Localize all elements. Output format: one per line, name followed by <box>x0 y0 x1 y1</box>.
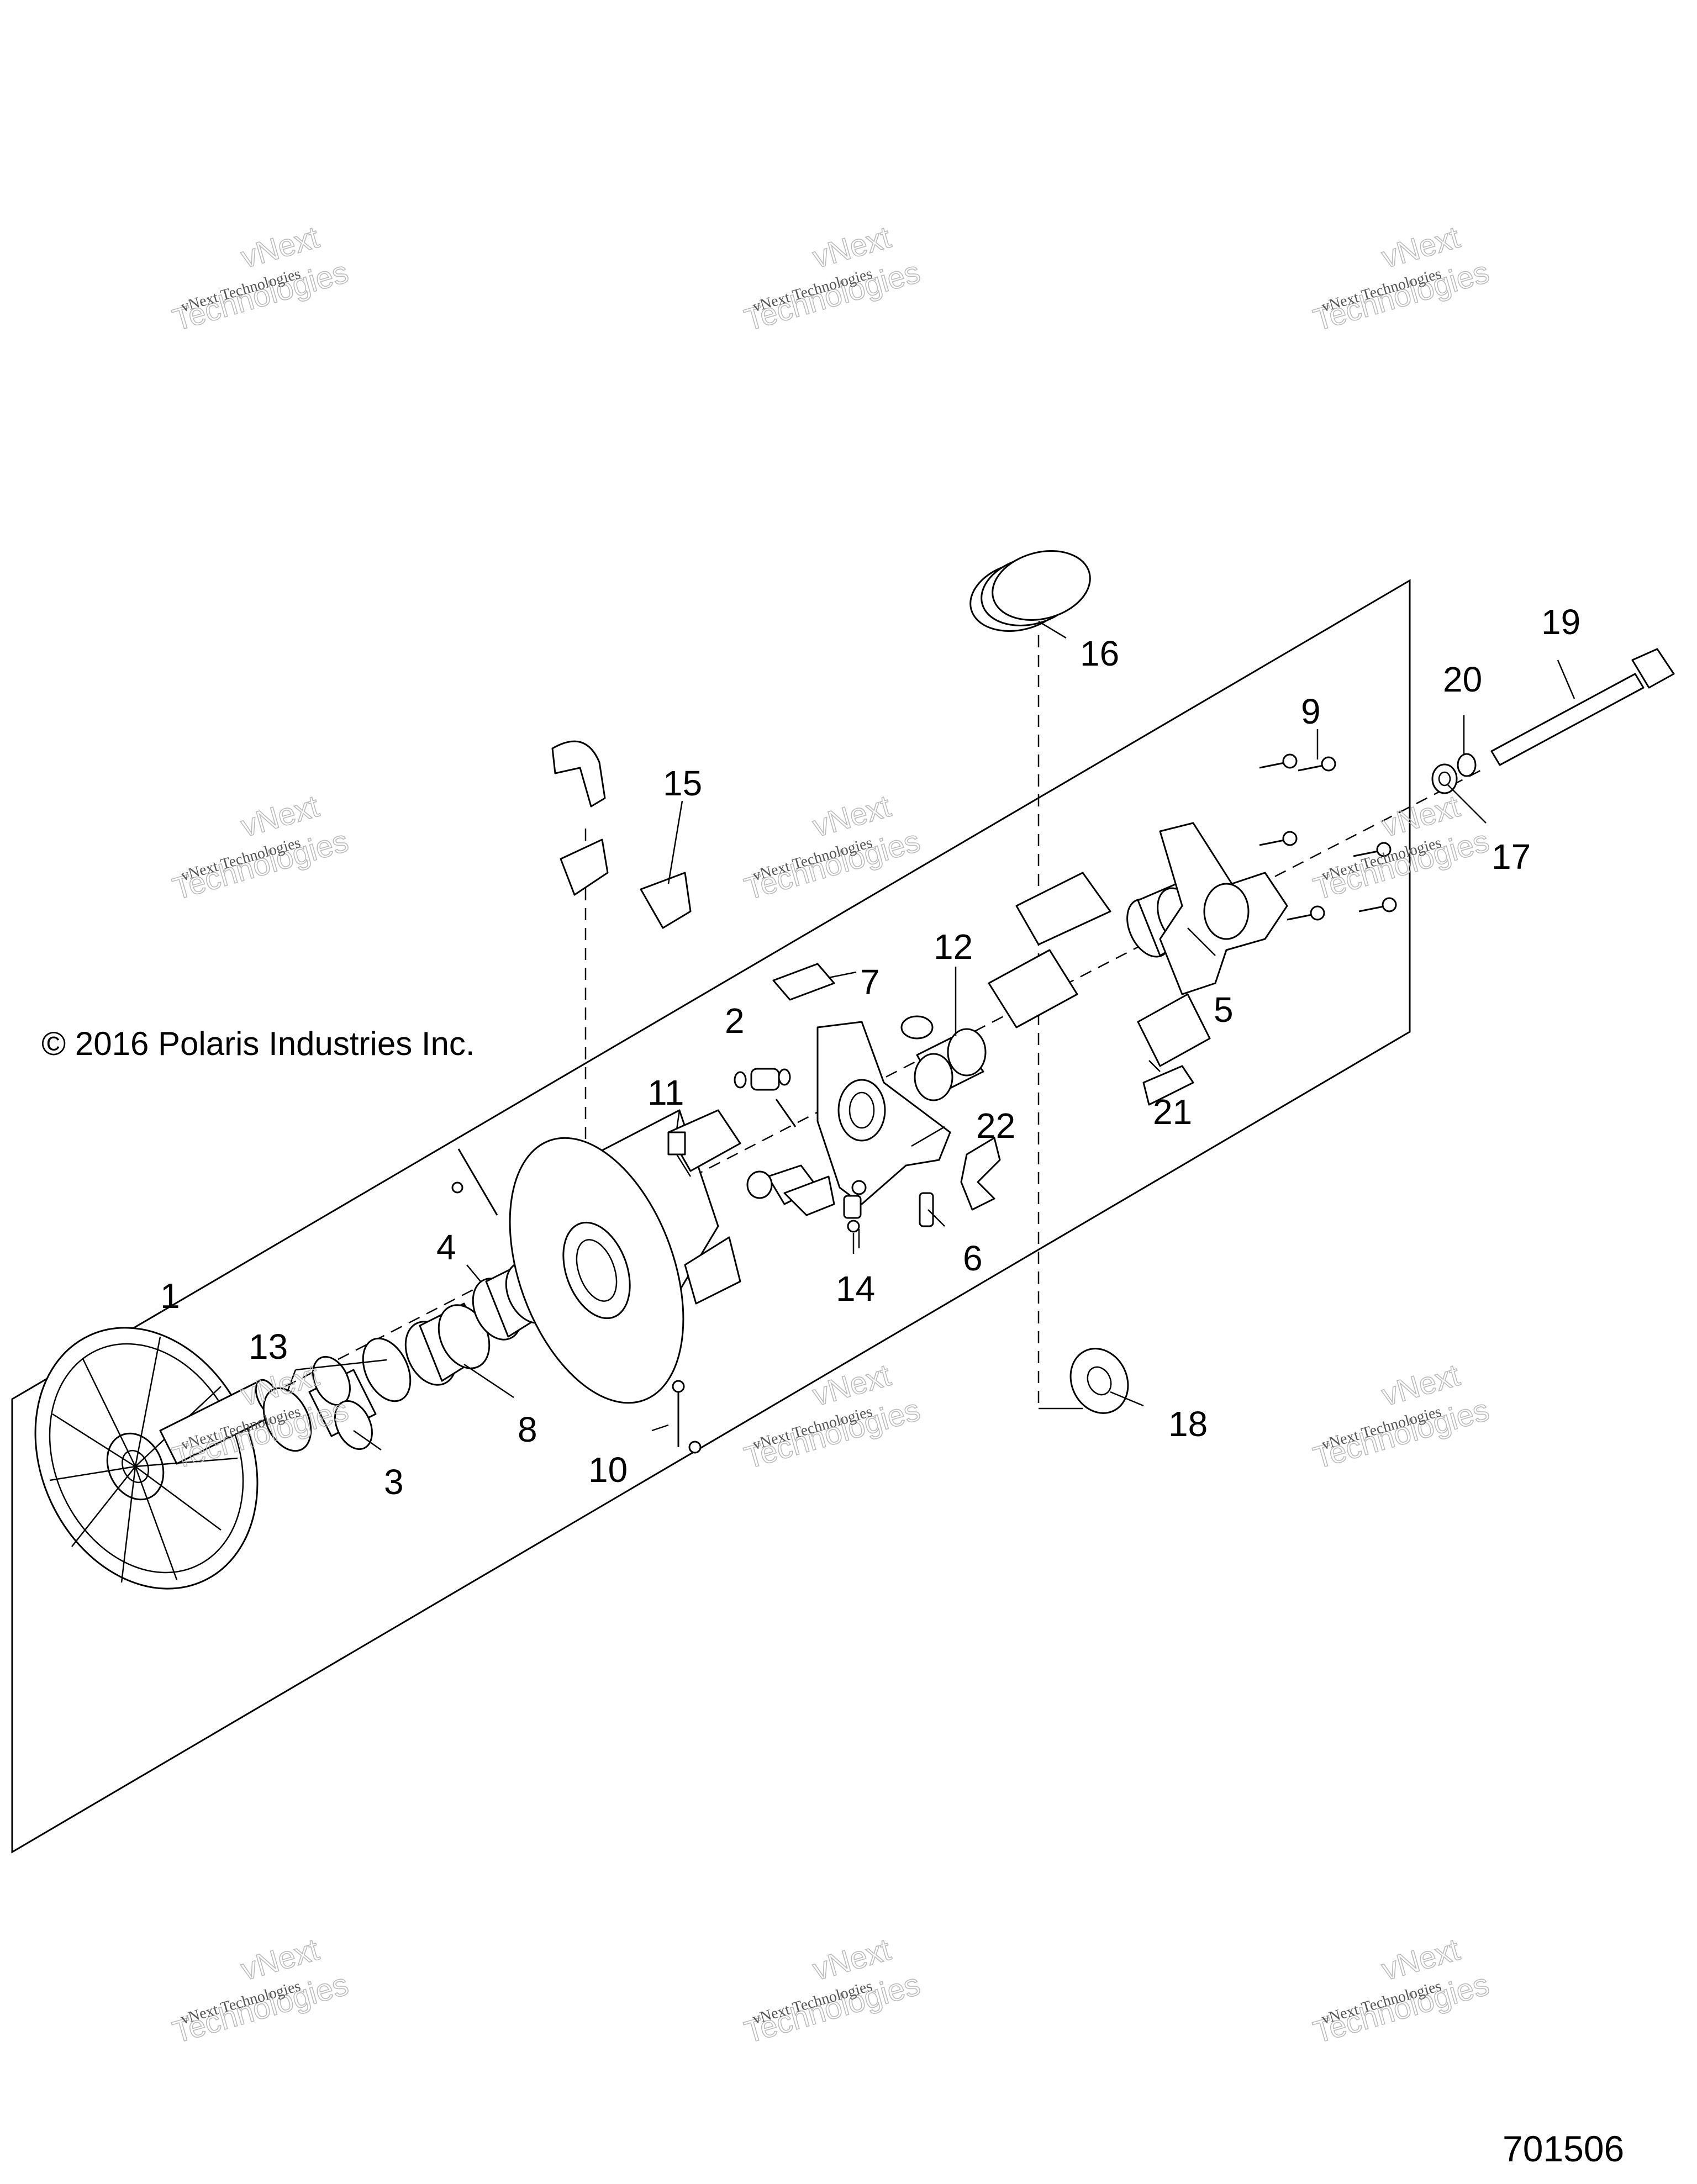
callout-labels: 1 2 3 4 5 6 7 8 9 10 11 12 13 14 15 16 1… <box>160 602 1580 1502</box>
nut-part-17 <box>1431 763 1458 794</box>
watermark: vNext Technologies vNext Technologies <box>740 788 924 906</box>
leader-lines <box>286 620 1575 1451</box>
callout-21: 21 <box>1153 1092 1192 1132</box>
callout-17: 17 <box>1492 837 1531 877</box>
watermark: vNext Technologies vNext Technologies <box>168 1931 352 2050</box>
watermark: vNext Technologies vNext Technologies <box>740 219 924 337</box>
callout-12: 12 <box>934 927 973 967</box>
arm-part-14 <box>746 1164 867 1254</box>
document-number: 701506 <box>1503 2128 1624 2169</box>
callout-7: 7 <box>860 962 880 1002</box>
washer-part-20 <box>1457 753 1477 777</box>
watermark: vNext Technologies vNext Technologies <box>1309 1357 1493 1475</box>
callout-10: 10 <box>588 1450 628 1490</box>
watermark: vNext Technologies vNext Technologies <box>1309 219 1493 337</box>
callout-2: 2 <box>725 1001 745 1041</box>
assembly-frame <box>11 579 1411 1854</box>
spring-part-16 <box>969 550 1091 632</box>
callout-20: 20 <box>1443 660 1482 699</box>
callout-9: 9 <box>1301 692 1321 731</box>
bushing-part-12 <box>914 1028 987 1101</box>
callout-6: 6 <box>963 1238 983 1278</box>
callout-11: 11 <box>647 1073 684 1112</box>
callout-19: 19 <box>1541 602 1580 642</box>
pin-part-6 <box>919 1192 934 1227</box>
callout-13: 13 <box>249 1327 288 1367</box>
watermark: vNext Technologies vNext Technologies <box>740 1931 924 2050</box>
fixed-sheave-part <box>34 1327 281 1590</box>
callout-4: 4 <box>436 1227 456 1267</box>
callout-3: 3 <box>384 1462 404 1502</box>
copyright-notice: © 2016 Polaris Industries Inc. <box>41 1025 475 1062</box>
screws-part-9 <box>1259 753 1397 921</box>
bolt-part-19 <box>1490 648 1675 766</box>
moveable-sheave-part <box>509 1109 741 1404</box>
watermark: vNext Technologies vNext Technologies <box>168 788 352 906</box>
callout-16: 16 <box>1080 634 1119 673</box>
spider-part-22 <box>816 1015 951 1205</box>
pin-part-10 <box>672 1380 702 1454</box>
dowel-pin-part <box>451 1148 498 1216</box>
callout-14: 14 <box>836 1269 875 1309</box>
callout-22: 22 <box>976 1106 1015 1146</box>
callout-15: 15 <box>663 763 702 803</box>
watermark: vNext Technologies vNext Technologies <box>168 219 352 337</box>
watermark: vNext Technologies vNext Technologies <box>1309 1931 1493 2050</box>
bushing-part-8 <box>404 1302 491 1386</box>
callout-5: 5 <box>1214 990 1234 1030</box>
clip-part <box>960 1137 1001 1211</box>
washer-part-18 <box>1069 1348 1129 1414</box>
roller-part-7 <box>772 963 835 1001</box>
cover-plate-part <box>1159 822 1288 995</box>
callout-18: 18 <box>1168 1404 1208 1444</box>
cover-part-21 <box>988 872 1211 1106</box>
watermark: vNext Technologies vNext Technologies <box>1309 788 1493 906</box>
weights-part-15 <box>551 740 692 929</box>
set-screw-part-11 <box>667 1131 692 1177</box>
callout-8: 8 <box>518 1410 537 1449</box>
snap-rings-part <box>262 1337 412 1452</box>
callout-1: 1 <box>160 1276 180 1316</box>
roller-part-2 <box>734 1068 797 1127</box>
